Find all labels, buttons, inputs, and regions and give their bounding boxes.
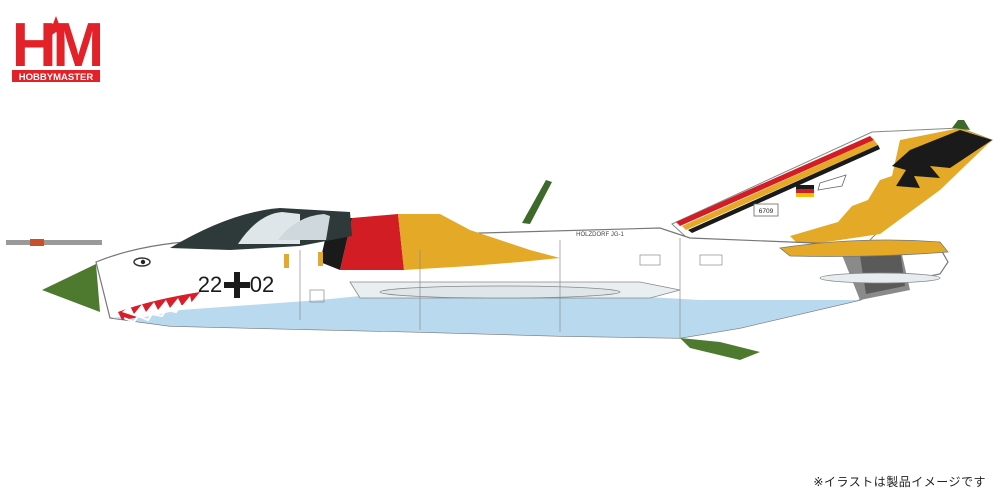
star-icon — [45, 16, 67, 37]
pitot-probe — [6, 240, 102, 245]
logo-brand: HOBBYMASTER — [19, 72, 94, 83]
spine-yellow-band — [398, 214, 560, 270]
horizontal-stabilizer — [779, 239, 949, 257]
tail-number: 6709 — [759, 208, 774, 215]
nose-cone — [42, 264, 100, 312]
serial-prefix: 22 — [198, 272, 222, 297]
serial-suffix: 02 — [250, 272, 274, 297]
belly-paint — [112, 290, 860, 338]
product-image-disclaimer: ※イラストは製品イメージです — [813, 475, 986, 489]
spine-red-band — [340, 214, 404, 270]
hobbymaster-logo: HM HOBBYMASTER — [12, 11, 104, 83]
ventral-fin — [680, 338, 760, 360]
unit-stencil: HOLZDORF JG-1 — [576, 232, 624, 238]
dorsal-antenna — [522, 180, 552, 224]
iron-cross-icon — [224, 272, 250, 298]
